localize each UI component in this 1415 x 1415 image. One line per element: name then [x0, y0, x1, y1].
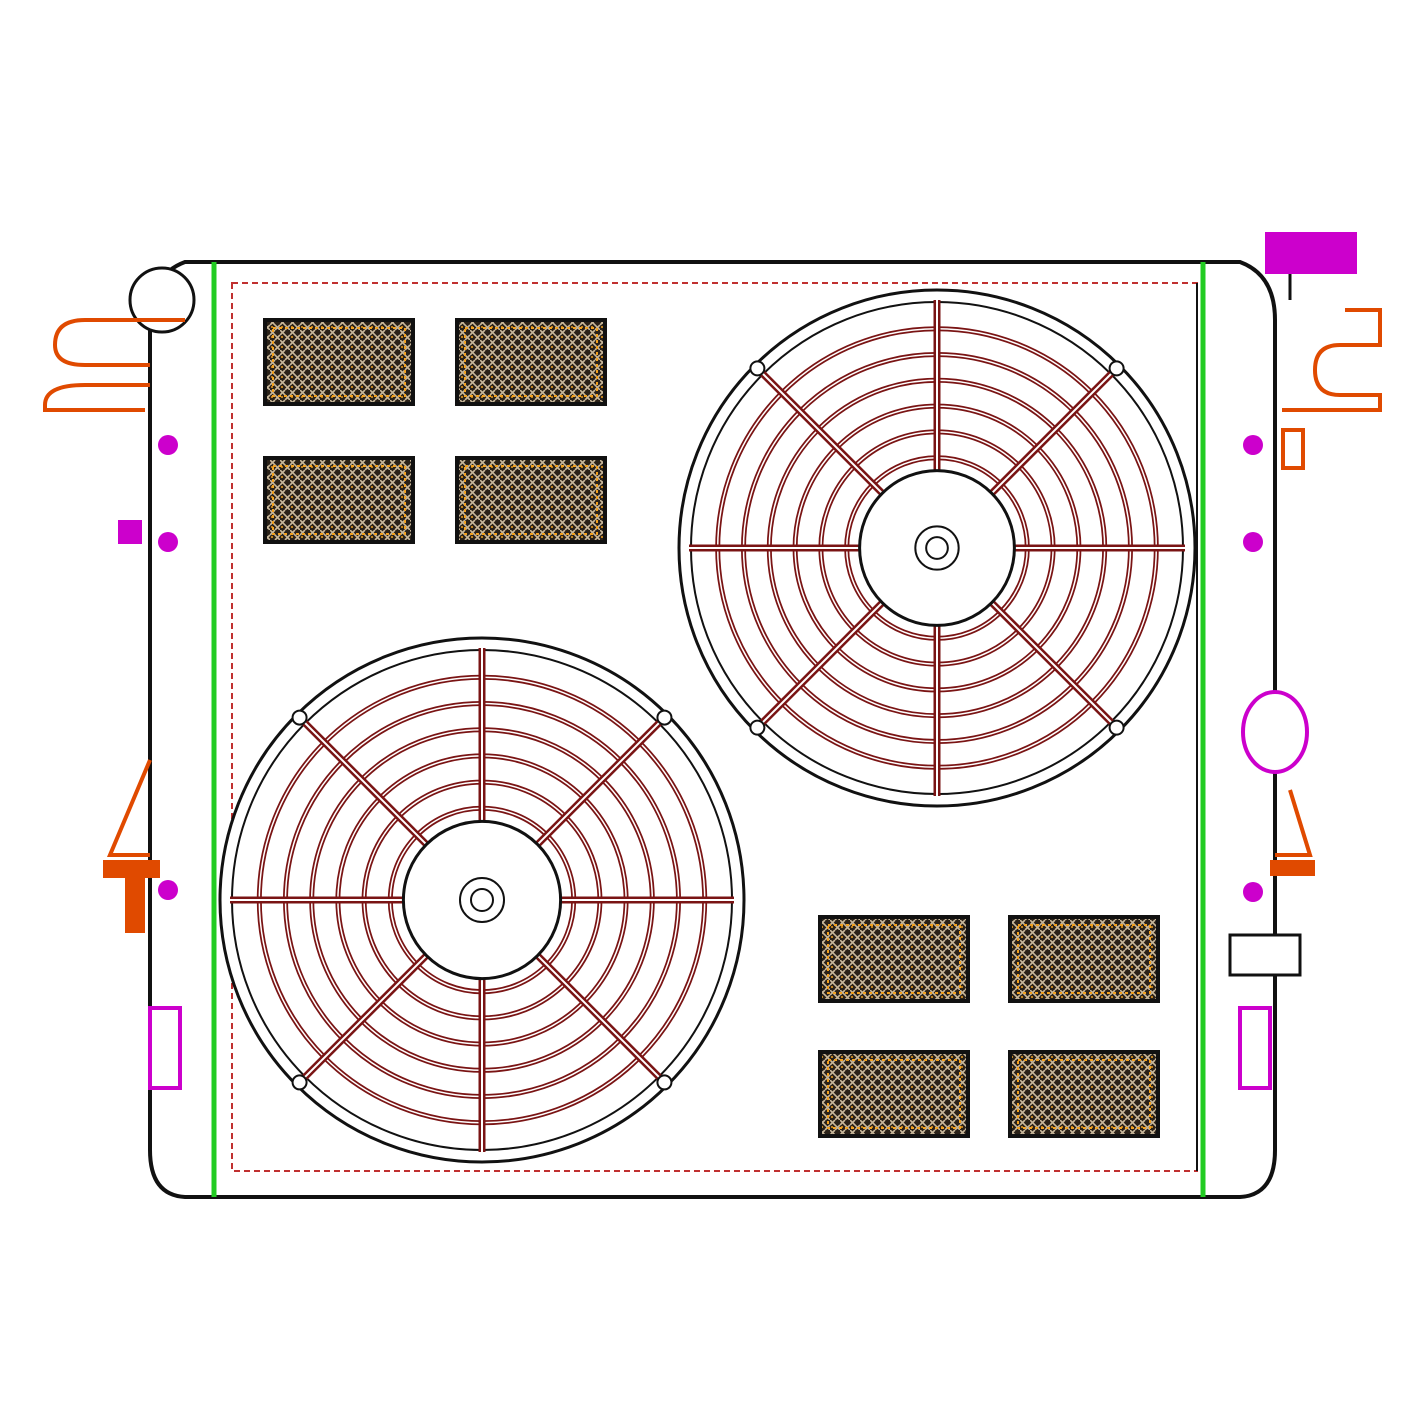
vent-panels — [263, 318, 1160, 1138]
mounting-bracket-icon — [43, 318, 185, 412]
top-left-vents — [263, 318, 607, 544]
fan-shaft — [925, 536, 949, 560]
fan-spoke-highlight — [760, 371, 883, 494]
vent-panel-inner — [1017, 1059, 1151, 1129]
vent-panel-inner — [272, 465, 406, 535]
vent-panel — [455, 456, 607, 544]
fan-spoke-highlight — [303, 721, 428, 846]
fan-mount-tab — [749, 360, 766, 377]
vent-panel — [263, 456, 415, 544]
hose-outlet-icon — [1282, 308, 1382, 412]
filler-neck-icon — [1265, 232, 1357, 274]
fan-motor — [914, 525, 960, 571]
fan-mount-tab — [749, 719, 766, 736]
fan-mount-tab — [1108, 360, 1125, 377]
vent-panel-inner — [272, 327, 406, 397]
vent-panel-inner — [827, 1059, 961, 1129]
fan-mount-tab — [656, 1074, 673, 1091]
fan-hub — [858, 469, 1016, 627]
left-tank — [43, 260, 217, 1199]
vent-panel — [1008, 915, 1160, 1003]
fan-motor — [458, 876, 506, 924]
vent-panel-inner — [827, 924, 961, 994]
bottom-right-vents — [818, 915, 1160, 1138]
vent-panel — [1008, 1050, 1160, 1138]
fan-spoke-highlight — [536, 954, 661, 1079]
fan-hub — [401, 819, 563, 981]
right-tank — [1200, 232, 1382, 1199]
fan-shaft — [469, 887, 495, 913]
radiator-frame — [210, 260, 1205, 1199]
fan-mount-tab — [291, 1074, 308, 1091]
fan-spoke-highlight — [536, 721, 661, 846]
vent-panel — [455, 318, 607, 406]
vent-panel-inner — [464, 465, 598, 535]
fan-mount-tab — [656, 709, 673, 726]
vent-panel — [263, 318, 415, 406]
fan-spoke-highlight — [991, 602, 1114, 725]
lower-left-fan — [218, 636, 746, 1164]
fan-assemblies — [218, 288, 1197, 1164]
radiator-core-icon — [231, 282, 1198, 1172]
fan-mount-tab — [291, 709, 308, 726]
hose-inlet-icon — [128, 266, 196, 334]
vent-panel-inner — [1017, 924, 1151, 994]
fan-spoke-highlight — [303, 954, 428, 1079]
upper-right-fan — [677, 288, 1197, 808]
fan-mount-tab — [1108, 719, 1125, 736]
fan-spoke-highlight — [760, 602, 883, 725]
fan-spoke-highlight — [991, 371, 1114, 494]
vent-panel — [818, 915, 970, 1003]
vent-panel-inner — [464, 327, 598, 397]
vent-panel — [818, 1050, 970, 1138]
